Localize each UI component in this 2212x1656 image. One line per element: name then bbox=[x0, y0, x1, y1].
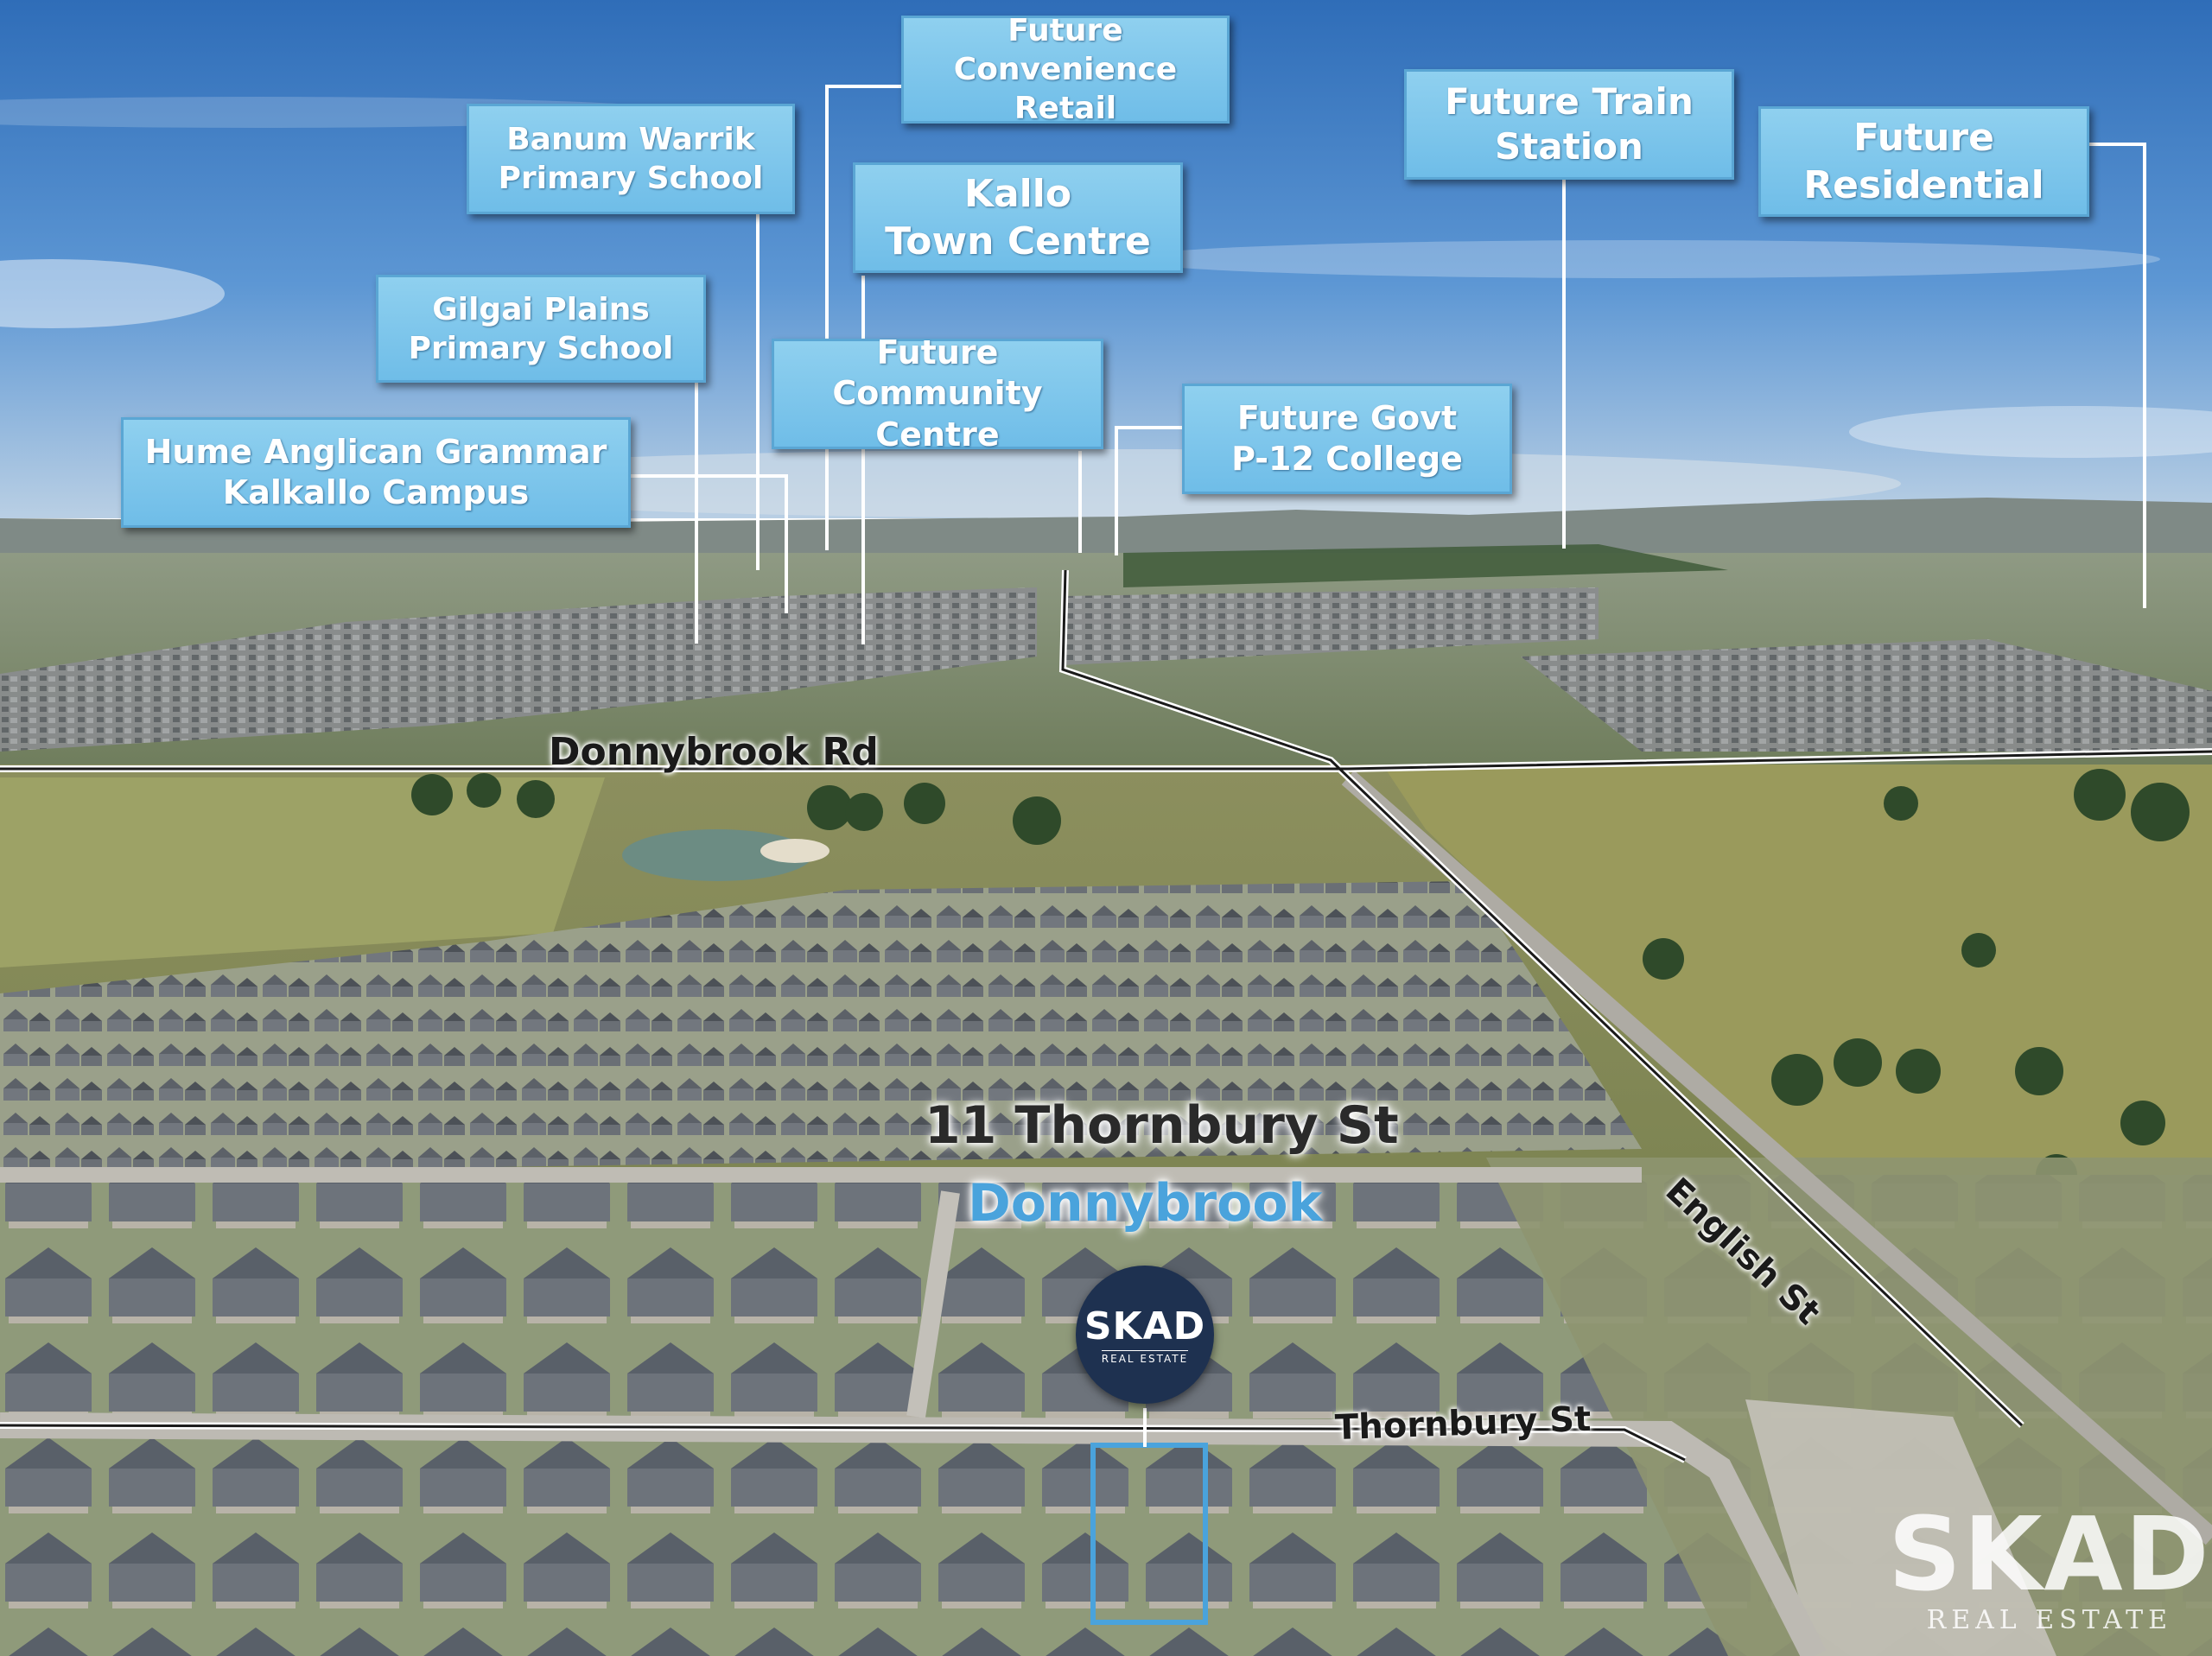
logo-subtitle: REAL ESTATE bbox=[1101, 1350, 1189, 1365]
property-outline bbox=[1090, 1443, 1208, 1625]
skad-logo-marker: SKAD REAL ESTATE bbox=[1076, 1266, 1214, 1404]
watermark-subtitle: REAL ESTATE bbox=[1926, 1605, 2173, 1635]
skad-watermark: SKAD REAL ESTATE bbox=[1888, 1503, 2211, 1635]
watermark-brand: SKAD bbox=[1888, 1494, 2211, 1614]
road-label-donnybrook-rd: Donnybrook Rd bbox=[549, 730, 879, 774]
logo-brand: SKAD bbox=[1084, 1304, 1206, 1348]
property-address: 11 Thornbury St bbox=[925, 1095, 1399, 1156]
property-suburb: Donnybrook bbox=[968, 1173, 1323, 1234]
